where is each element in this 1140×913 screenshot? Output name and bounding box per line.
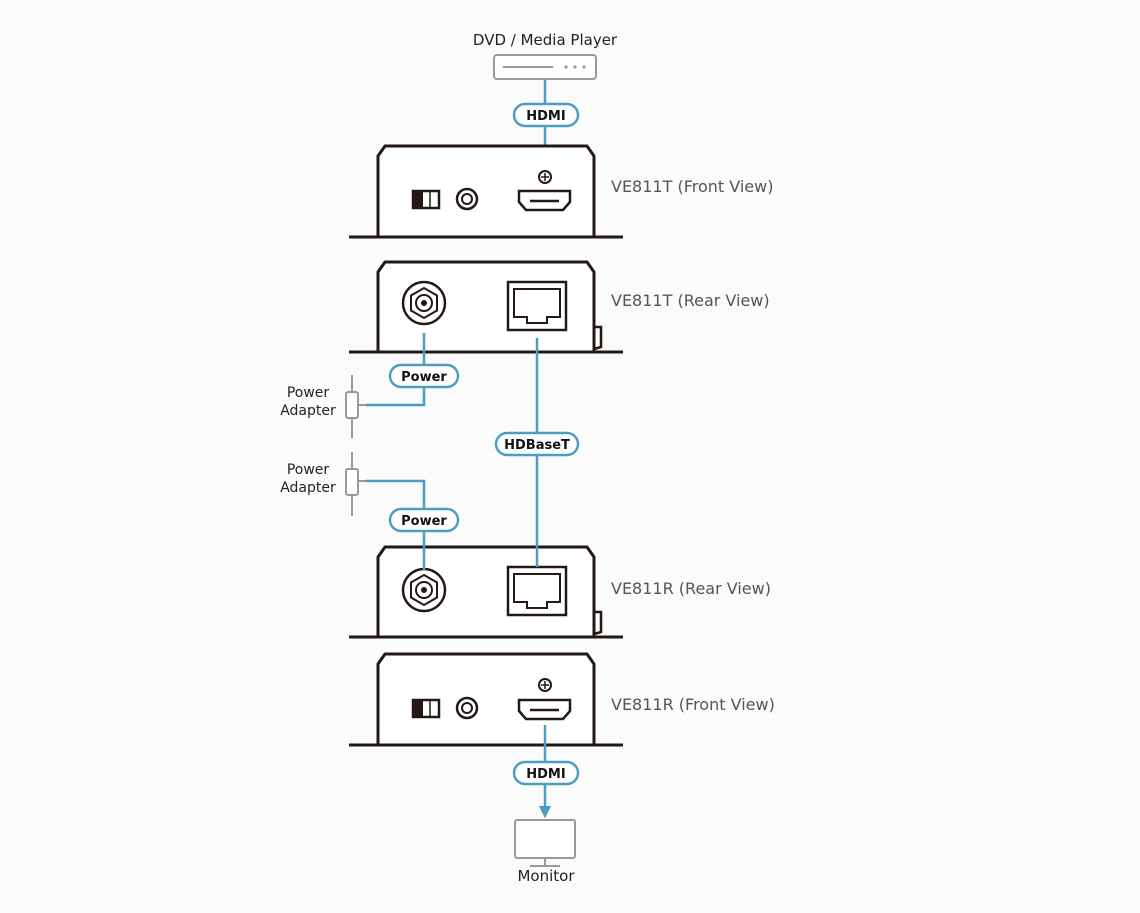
rx-rear-label: VE811R (Rear View) xyxy=(611,579,771,598)
hdmi-in-tag: HDMI xyxy=(512,102,580,128)
source-label: DVD / Media Player xyxy=(473,31,618,49)
power-adapter-icon xyxy=(345,375,366,438)
switch-icon xyxy=(411,189,441,210)
ve811t-rear-device xyxy=(349,260,623,354)
dvd-player-icon xyxy=(493,54,597,80)
audio-jack-icon xyxy=(455,696,479,720)
svg-text:HDMI: HDMI xyxy=(526,109,565,124)
power-port-icon xyxy=(401,567,447,613)
ve811r-front-device xyxy=(349,652,623,747)
audio-jack-icon xyxy=(455,187,479,211)
ve811t-front-device xyxy=(349,144,623,239)
switch-icon xyxy=(411,698,441,719)
ve811r-rear-device xyxy=(349,545,623,639)
rj45-port-icon xyxy=(506,280,568,332)
screw-icon xyxy=(538,170,552,184)
svg-text:Power: Power xyxy=(401,370,447,385)
svg-text:HDBaseT: HDBaseT xyxy=(504,438,570,453)
hdmi-port-icon xyxy=(517,698,572,721)
rj45-port-icon xyxy=(506,565,568,617)
power-adapter-tx-label-2: Adapter xyxy=(280,403,336,419)
power-rx-cable xyxy=(366,479,426,570)
screw-icon xyxy=(538,678,552,692)
power-adapter-rx-label-2: Adapter xyxy=(280,480,336,496)
tx-rear-label: VE811T (Rear View) xyxy=(611,291,770,310)
tx-front-label: VE811T (Front View) xyxy=(611,177,773,196)
hdmi-out-tag: HDMI xyxy=(512,760,580,786)
sink-label: Monitor xyxy=(517,867,575,885)
svg-text:Power: Power xyxy=(401,514,447,529)
monitor-icon xyxy=(514,819,576,867)
power-adapter-icon xyxy=(345,452,366,516)
power-rx-tag: Power xyxy=(388,507,460,533)
svg-text:HDMI: HDMI xyxy=(526,767,565,782)
hdmi-port-icon xyxy=(517,189,572,212)
hdbaset-tag: HDBaseT xyxy=(494,431,580,457)
power-adapter-rx-label-1: Power xyxy=(287,462,330,478)
power-tx-tag: Power xyxy=(388,363,460,389)
power-port-icon xyxy=(401,280,447,326)
power-adapter-tx-label-1: Power xyxy=(287,385,330,401)
power-tx-cable xyxy=(366,333,426,407)
rx-front-label: VE811R (Front View) xyxy=(611,695,775,714)
